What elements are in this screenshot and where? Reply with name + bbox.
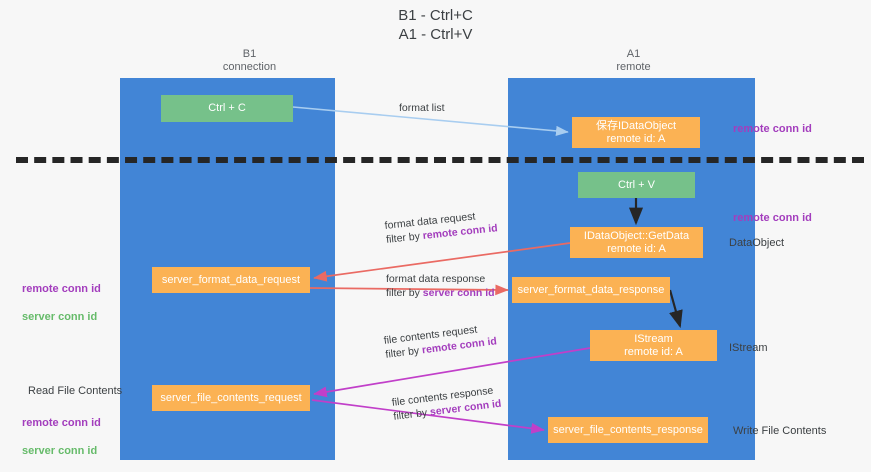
edge-format-list: [292, 106, 569, 137]
node-server-format-data-response[interactable]: server_format_data_response: [512, 277, 670, 303]
annotation-istream: IStream: [729, 342, 768, 354]
annotation-remote-conn-id: remote conn id: [22, 417, 101, 429]
edge-response-istream: [668, 289, 683, 329]
lane-header-a1: A1 remote: [616, 48, 651, 73]
lane-header-b1: B1 connection: [222, 48, 277, 73]
annotation-conn-ids-upper: remote conn id server conn id: [22, 268, 101, 338]
node-ctrl-v[interactable]: Ctrl + V: [578, 172, 695, 198]
annotation-remote-conn-id-top: remote conn id: [733, 123, 812, 135]
edge-label-line1: format data response: [386, 273, 486, 285]
key-server-conn-id: server conn id: [422, 287, 495, 299]
node-idataobject-getdata[interactable]: IDataObject::GetData remote id: A: [570, 227, 703, 258]
node-istream[interactable]: IStream remote id: A: [590, 330, 717, 361]
edge-label-format-data-response: format data response filter by server co…: [386, 272, 495, 300]
node-server-format-data-request[interactable]: server_format_data_request: [152, 267, 310, 293]
annotation-read-file-contents: Read File Contents: [28, 385, 123, 397]
annotation-write-file-contents: Write File Contents: [733, 425, 827, 437]
annotation-remote-conn-id-mid: remote conn id: [733, 212, 812, 224]
node-ctrl-c[interactable]: Ctrl + C: [161, 95, 293, 122]
page-title: B1 - Ctrl+C A1 - Ctrl+V: [398, 7, 473, 43]
annotation-remote-conn-id: remote conn id: [22, 283, 101, 295]
edge-format-data-request: [313, 242, 571, 282]
edge-label-line2: filter by server conn id: [386, 287, 495, 299]
edge-file-contents-request: [313, 347, 591, 398]
edge-format-data-response: [309, 284, 509, 296]
node-idataobject-save[interactable]: 保存IDataObject remote id: A: [572, 117, 700, 148]
annotation-dataobject: DataObject: [729, 237, 785, 249]
annotation-conn-ids-lower: remote conn id server conn id: [22, 402, 101, 472]
annotation-server-conn-id: server conn id: [22, 445, 98, 457]
edge-file-contents-response: [311, 399, 545, 434]
edge-label-format-list: format list: [399, 102, 445, 114]
node-server-file-contents-response[interactable]: server_file_contents_response: [548, 417, 708, 443]
node-server-file-contents-request[interactable]: server_file_contents_request: [152, 385, 310, 411]
phase-divider: [16, 157, 864, 163]
annotation-server-conn-id: server conn id: [22, 311, 98, 323]
